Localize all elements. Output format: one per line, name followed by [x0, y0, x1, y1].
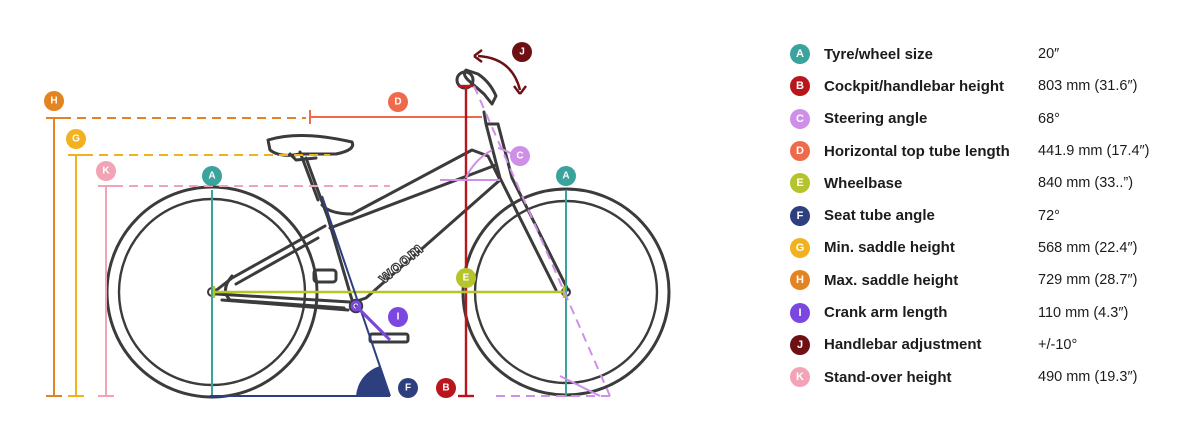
- measure-h: [46, 117, 306, 397]
- legend-badge-e: E: [790, 173, 810, 194]
- legend-row-j: J Handlebar adjustment +/-10°: [790, 329, 1180, 361]
- legend-value: 72°: [1038, 207, 1060, 224]
- legend-value: 729 mm (28.7″): [1038, 272, 1138, 289]
- legend-badge-a: A: [790, 44, 810, 65]
- legend-value: 568 mm (22.4″): [1038, 239, 1138, 256]
- badge-b: B: [436, 378, 456, 398]
- badge-j: J: [512, 42, 532, 62]
- legend-label: Crank arm length: [824, 304, 948, 322]
- svg-text:B: B: [442, 383, 449, 394]
- seat-tube: [304, 156, 354, 302]
- measure-b: [458, 84, 474, 398]
- seat-stay: [212, 224, 327, 294]
- legend-badge-f: F: [790, 205, 810, 226]
- measure-a: [211, 190, 567, 396]
- badge-a-front: A: [556, 166, 576, 186]
- legend-value: 20″: [1038, 46, 1060, 63]
- badge-h: H: [44, 91, 64, 111]
- measure-d: [309, 110, 482, 124]
- legend-label: Cockpit/handlebar height: [824, 77, 1005, 95]
- svg-text:A: A: [562, 171, 569, 182]
- legend-label: Min. saddle height: [824, 239, 955, 257]
- frame-logo: woom: [374, 238, 428, 287]
- frame-inner-tube: [328, 163, 498, 230]
- bike-outline: [105, 68, 671, 399]
- badge-c: C: [510, 146, 530, 166]
- badge-f: F: [398, 378, 418, 398]
- svg-text:I: I: [397, 312, 400, 323]
- svg-text:D: D: [394, 97, 401, 108]
- geometry-legend: A Tyre/wheel size 20″ B Cockpit/handlebar he…: [790, 38, 1180, 393]
- chain-guard: [224, 274, 346, 310]
- svg-text:E: E: [463, 273, 470, 284]
- legend-row-k: K Stand-over height 490 mm (19.3″): [790, 361, 1180, 393]
- measure-c: [440, 85, 611, 397]
- svg-text:A: A: [208, 171, 215, 182]
- legend-row-g: G Min. saddle height 568 mm (22.4″): [790, 232, 1180, 264]
- legend-badge-c: C: [790, 108, 810, 129]
- legend-label: Stand-over height: [824, 368, 952, 386]
- badge-i: I: [388, 307, 408, 327]
- legend-label: Steering angle: [824, 110, 928, 128]
- measure-j: [473, 49, 527, 95]
- handlebar: [462, 68, 498, 106]
- legend-value: 803 mm (31.6″): [1038, 78, 1138, 95]
- legend-value: 110 mm (4.3″): [1038, 304, 1129, 321]
- fork: [484, 122, 570, 292]
- legend-value: 68°: [1038, 110, 1060, 127]
- legend-badge-d: D: [790, 141, 810, 162]
- bottom-bracket: [348, 298, 364, 314]
- svg-text:J: J: [519, 47, 525, 58]
- badge-k: K: [96, 161, 116, 181]
- legend-badge-g: G: [790, 237, 810, 258]
- svg-text:K: K: [102, 166, 110, 177]
- legend-label: Max. saddle height: [824, 271, 959, 289]
- badge-d: D: [388, 92, 408, 112]
- legend-row-f: F Seat tube angle 72°: [790, 199, 1180, 231]
- legend-row-b: B Cockpit/handlebar height 803 mm (31.6″): [790, 70, 1180, 102]
- svg-text:C: C: [516, 151, 523, 162]
- legend-label: Horizontal top tube length: [824, 142, 1010, 160]
- legend-value: 490 mm (19.3″): [1038, 369, 1138, 386]
- legend-label: Handlebar adjustment: [824, 336, 982, 354]
- legend-badge-j: J: [790, 334, 810, 355]
- legend-row-h: H Max. saddle height 729 mm (28.7″): [790, 264, 1180, 296]
- legend-row-a: A Tyre/wheel size 20″: [790, 38, 1180, 70]
- legend-row-e: E Wheelbase 840 mm (33..”): [790, 167, 1180, 199]
- saddle: [266, 134, 355, 157]
- legend-value: 840 mm (33..”): [1038, 175, 1134, 192]
- legend-badge-h: H: [790, 270, 810, 291]
- legend-row-d: D Horizontal top tube length 441.9 mm (17.…: [790, 135, 1180, 167]
- legend-row-c: C Steering angle 68°: [790, 103, 1180, 135]
- stem: [482, 110, 500, 126]
- legend-label: Tyre/wheel size: [824, 45, 933, 63]
- legend-badge-k: K: [790, 367, 810, 388]
- legend-label: Wheelbase: [824, 174, 903, 192]
- measure-i: [350, 300, 392, 342]
- legend-badge-i: I: [790, 302, 810, 323]
- legend-label: Seat tube angle: [824, 207, 935, 225]
- badge-g: G: [66, 129, 86, 149]
- seat-angle-wedge: [356, 366, 390, 396]
- measure-g: [68, 154, 330, 397]
- svg-text:G: G: [72, 134, 80, 145]
- svg-text:H: H: [50, 96, 57, 107]
- measure-e: [212, 286, 566, 298]
- saddle-rails: [288, 152, 318, 162]
- bike-geometry-diagram: woom: [44, 42, 671, 399]
- kickstand-mount: [312, 268, 338, 284]
- legend-value: +/-10°: [1038, 336, 1078, 353]
- legend-value: 441.9 mm (17.4″): [1038, 143, 1150, 160]
- measure-k: [98, 185, 390, 397]
- badge-e: E: [456, 268, 476, 288]
- svg-text:F: F: [405, 383, 411, 394]
- legend-row-i: I Crank arm length 110 mm (4.3″): [790, 296, 1180, 328]
- badge-a-rear: A: [202, 166, 222, 186]
- legend-badge-b: B: [790, 76, 810, 97]
